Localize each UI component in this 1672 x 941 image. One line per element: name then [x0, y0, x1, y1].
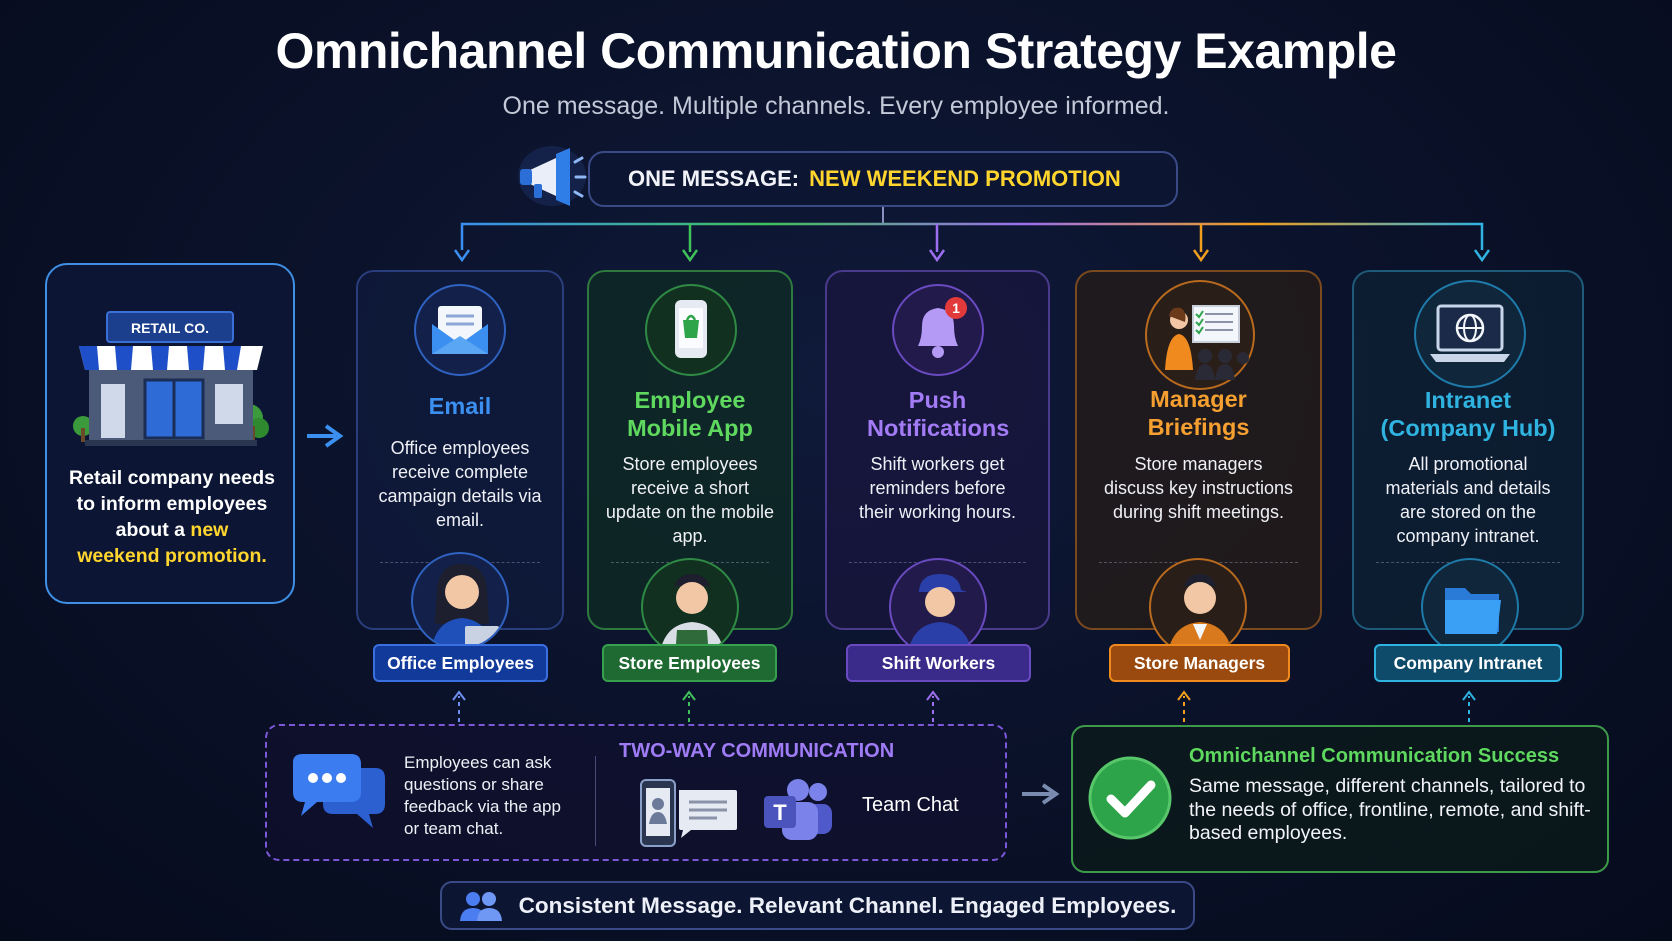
success-body: Same message, different channels, tailor… — [1189, 775, 1591, 844]
store-sign-text: RETAIL CO. — [131, 320, 209, 336]
mobile-app-icon — [645, 284, 737, 376]
channel-card-manager-briefings: Manager Briefings Store managers discuss… — [1075, 270, 1322, 656]
two-way-separator — [595, 756, 596, 846]
channel-card-mobile-app: Employee Mobile App Store employees rece… — [587, 270, 793, 656]
notification-count: 1 — [952, 300, 960, 316]
channel-card-email: Email Office employees receive complete … — [356, 270, 564, 650]
channel-card-push-notifications: 1 Push Notifications Shift workers get r… — [825, 270, 1050, 656]
team-chat-label: Team Chat — [862, 794, 959, 816]
channel-description: Store managers discuss key instructions … — [1103, 454, 1294, 522]
one-message-banner: ONE MESSAGE: NEW WEEKEND PROMOTION — [588, 151, 1178, 207]
laptop-globe-icon — [1414, 280, 1526, 388]
two-way-communication-box: Employees can ask questions or share fee… — [265, 724, 1007, 861]
message-label: ONE MESSAGE: — [628, 166, 800, 191]
chat-bubbles-icon — [293, 754, 385, 828]
two-way-heading: TWO-WAY COMMUNICATION — [619, 740, 895, 762]
channel-description: Office employees receive complete campai… — [378, 438, 542, 530]
page-subtitle: One message. Multiple channels. Every em… — [502, 92, 1170, 120]
audience-badge-office-employees: Office Employees — [373, 644, 548, 682]
retail-highlight-new: new — [190, 519, 229, 541]
megaphone-icon — [518, 146, 587, 206]
retail-text-line3a: about a — [115, 519, 185, 541]
briefing-icon — [1145, 280, 1255, 390]
audience-badge-store-managers: Store Managers — [1109, 644, 1290, 682]
audience-badge-store-employees: Store Employees — [602, 644, 777, 682]
phone-chat-icon — [640, 779, 737, 847]
channel-title: Intranet (Company Hub) — [1380, 387, 1556, 441]
channel-title: Employee Mobile App — [627, 387, 753, 441]
audience-badge-company-intranet: Company Intranet — [1374, 644, 1562, 682]
retail-description: Retail company needs to inform employees… — [47, 465, 297, 569]
channel-title: Push Notifications — [867, 387, 1010, 441]
footer-banner: Consistent Message. Relevant Channel. En… — [440, 881, 1195, 930]
email-icon — [414, 284, 506, 376]
success-heading: Omnichannel Communication Success — [1189, 745, 1560, 767]
retail-text-line3: about a new — [47, 517, 297, 543]
people-icon — [459, 891, 502, 921]
retail-text-line4: weekend promotion. — [77, 545, 267, 567]
page-title: Omnichannel Communication Strategy Examp… — [275, 23, 1397, 79]
message-value: NEW WEEKEND PROMOTION — [809, 166, 1121, 191]
shift-worker-avatar — [889, 558, 987, 656]
store-icon: RETAIL CO. — [73, 311, 269, 446]
check-icon — [1088, 756, 1172, 840]
retail-company-box: RETAIL CO. Retail company needs to infor… — [45, 263, 295, 604]
teams-letter: T — [773, 800, 787, 825]
success-box: Omnichannel Communication Success Same m… — [1071, 725, 1609, 873]
channel-title: Manager Briefings — [1147, 386, 1250, 440]
teams-icon: T — [764, 779, 832, 840]
retail-text-line1: Retail company needs — [69, 467, 275, 489]
channel-description: Store employees receive a short update o… — [605, 454, 775, 546]
bell-icon: 1 — [892, 284, 984, 376]
channel-card-intranet: Intranet (Company Hub) All promotional m… — [1352, 270, 1584, 656]
store-manager-avatar — [1149, 558, 1247, 656]
office-employee-avatar — [411, 552, 509, 650]
folder-icon — [1421, 558, 1519, 656]
channel-description: Shift workers get reminders before their… — [858, 454, 1017, 522]
retail-text-line2: to inform employees — [76, 493, 268, 515]
channel-description: All promotional materials and details ar… — [1385, 454, 1551, 546]
channel-title: Email — [428, 393, 492, 419]
two-way-description: Employees can ask questions or share fee… — [404, 753, 561, 838]
audience-badge-shift-workers: Shift Workers — [846, 644, 1031, 682]
footer-text: Consistent Message. Relevant Channel. En… — [518, 892, 1177, 918]
store-employee-avatar — [641, 558, 739, 656]
